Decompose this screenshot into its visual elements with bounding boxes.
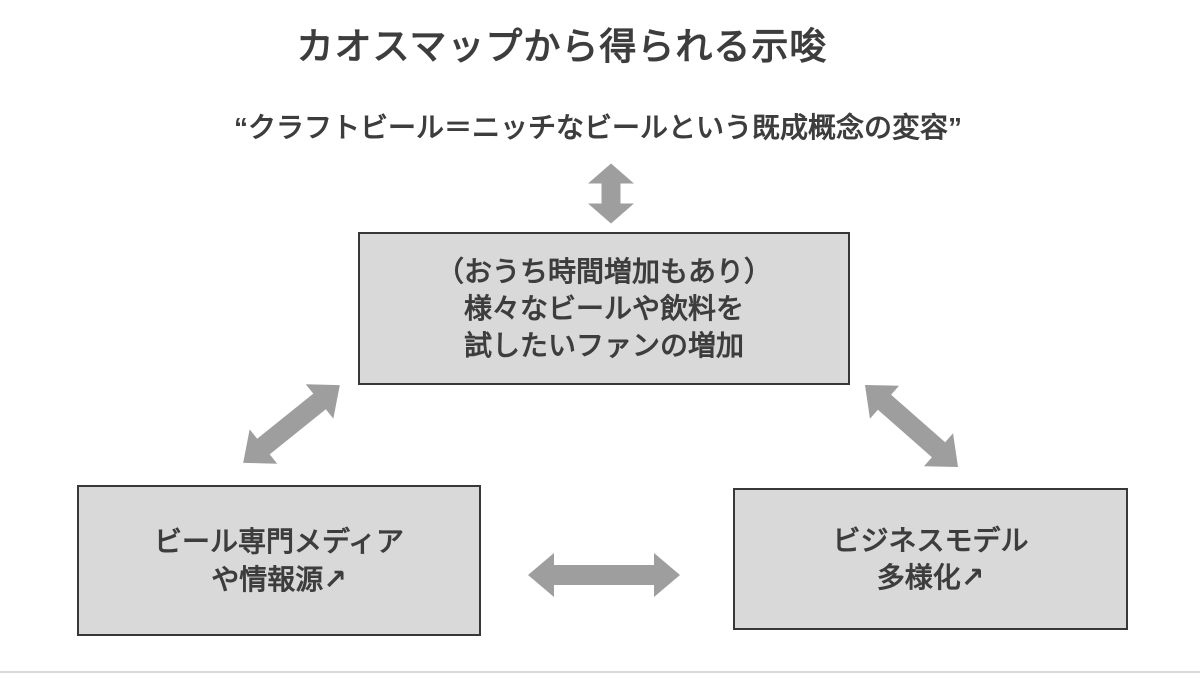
node-business-model-line-2: 多様化↗	[876, 562, 985, 593]
node-beer-media: ビール専門メディア や情報源↗	[77, 485, 481, 636]
node-business-model: ビジネスモデル 多様化↗	[733, 488, 1128, 630]
node-fan-increase-line-3: 試したいファンの増加	[463, 330, 744, 362]
node-fan-increase-line-2: 様々なビールや飲料を	[463, 292, 744, 324]
page-title: カオスマップから得られる示唆	[296, 26, 828, 67]
double-arrow-horizontal-icon	[528, 553, 680, 597]
slide-subtitle: “クラフトビール＝ニッチなビールという既成概念の変容”	[233, 112, 962, 143]
double-arrow-left-diagonal-icon	[243, 384, 340, 464]
double-arrow-vertical-icon	[588, 163, 634, 224]
node-fan-increase-line-1: （おうち時間増加もあり）	[435, 255, 772, 287]
node-beer-media-line-1: ビール専門メディア	[153, 526, 405, 558]
double-arrow-right-diagonal-icon	[864, 384, 959, 468]
node-beer-media-line-2: や情報源↗	[211, 563, 347, 595]
bottom-divider	[0, 671, 1200, 673]
node-fan-increase: （おうち時間増加もあり） 様々なビールや飲料を 試したいファンの増加	[358, 232, 850, 385]
node-business-model-line-1: ビジネスモデル	[832, 524, 1029, 556]
